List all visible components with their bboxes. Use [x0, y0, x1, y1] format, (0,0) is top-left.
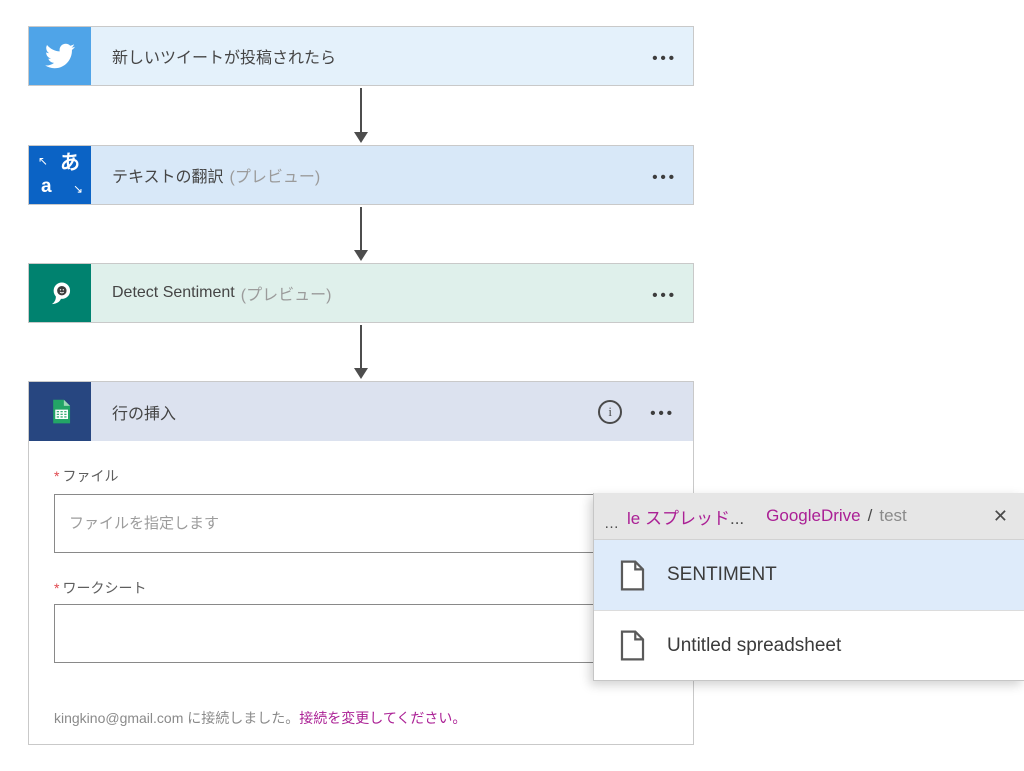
file-picker-popup: … le スプレッド... GoogleDrive / test ✕ SENTI… — [593, 493, 1024, 681]
step-title: 新しいツイートが投稿されたら — [112, 50, 337, 67]
connector-arrow — [354, 325, 368, 379]
twitter-icon — [29, 27, 91, 85]
breadcrumb-parent-folder[interactable]: le スプレッド... — [627, 508, 745, 528]
step-card-twitter-trigger[interactable]: 新しいツイートが投稿されたら ••• — [28, 26, 694, 86]
file-input[interactable] — [54, 494, 662, 553]
step-card-detect-sentiment[interactable]: Detect Sentiment (プレビュー) ••• — [28, 263, 694, 323]
breadcrumb-googledrive[interactable]: GoogleDrive — [766, 506, 861, 525]
breadcrumb-overflow-ellipsis[interactable]: … — [604, 515, 620, 532]
info-icon[interactable]: i — [598, 399, 623, 424]
worksheet-field-label: *ワークシート — [54, 580, 147, 596]
ellipsis-menu-icon[interactable]: ••• — [652, 49, 677, 67]
google-sheets-icon — [29, 382, 91, 441]
breadcrumb-current-folder: test — [879, 506, 907, 525]
insert-row-header[interactable]: 行の挿入 i ••• — [29, 382, 693, 441]
step-title: Detect Sentiment — [112, 284, 235, 301]
worksheet-input[interactable] — [54, 604, 662, 663]
file-name: Untitled spreadsheet — [667, 634, 842, 656]
translator-icon: ↖ あ a ↘ — [29, 146, 91, 204]
breadcrumb-separator: / — [867, 506, 873, 525]
step-title: 行の挿入 — [112, 405, 177, 423]
connection-status: kingkino@gmail.com に接続しました。接続を変更してください。 — [54, 710, 467, 726]
document-icon — [620, 630, 645, 661]
required-asterisk: * — [54, 468, 60, 484]
ellipsis-menu-icon[interactable]: ••• — [650, 405, 675, 422]
step-card-insert-row: 行の挿入 i ••• *ファイル *ワークシート kingkino@gmail.… — [28, 381, 694, 745]
file-list-item-untitled[interactable]: Untitled spreadsheet — [594, 610, 1024, 680]
file-picker-breadcrumb: … le スプレッド... GoogleDrive / test ✕ — [594, 493, 1024, 540]
connector-arrow — [354, 207, 368, 261]
detect-sentiment-icon — [29, 264, 91, 322]
document-icon — [620, 560, 645, 590]
step-card-translate-text[interactable]: ↖ あ a ↘ テキストの翻訳 (プレビュー) ••• — [28, 145, 694, 205]
required-asterisk: * — [54, 580, 60, 596]
close-icon[interactable]: ✕ — [992, 505, 1008, 526]
connector-arrow — [354, 88, 368, 143]
step-preview-suffix: (プレビュー) — [240, 287, 332, 304]
step-preview-suffix: (プレビュー) — [229, 169, 321, 186]
ellipsis-menu-icon[interactable]: ••• — [652, 168, 677, 186]
file-field-label: *ファイル — [54, 468, 119, 484]
file-list-item-sentiment[interactable]: SENTIMENT — [594, 540, 1024, 610]
step-title: テキストの翻訳 — [112, 169, 224, 186]
change-connection-link[interactable]: 接続を変更してください。 — [299, 710, 467, 726]
ellipsis-menu-icon[interactable]: ••• — [652, 286, 677, 304]
file-name: SENTIMENT — [667, 564, 777, 585]
